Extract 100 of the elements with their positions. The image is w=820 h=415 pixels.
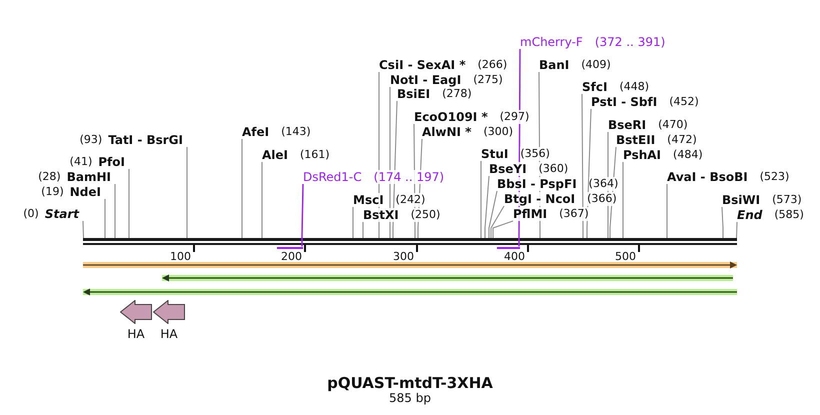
primer-name: mCherry-F [520,35,583,49]
site-position: (366) [587,192,617,206]
site-position: (364) [588,177,618,191]
site-position: (275) [473,73,503,87]
site-position: (484) [673,148,703,162]
site-name: StuI [481,147,508,161]
scale-label: 100 [170,250,191,263]
site-position: (409) [581,58,611,72]
site-position: (41) [70,155,92,169]
feature-track [83,261,737,269]
site-name: EcoO109I * [414,110,488,124]
leader-line [518,49,521,246]
site-name: MscI [353,193,384,207]
feature-track [83,288,737,296]
leader-line [736,222,738,238]
primer-range: (174 .. 197) [374,170,444,184]
leader-line [414,124,416,238]
site-position: (523) [760,170,790,184]
site-position: (28) [38,170,61,184]
leader-line [128,168,130,238]
site-name: BanI [539,58,570,72]
site-name: PshAI [623,148,662,162]
leader-line [586,108,592,238]
site-position: (360) [538,162,568,176]
leader-line [301,184,304,246]
feature-track [162,274,733,282]
site-name: AfeI [242,125,270,139]
site-position: (93) [80,133,102,147]
feature-label: HA [160,327,178,341]
leader-line [418,138,422,238]
site-position: (452) [669,95,699,109]
site-name: BstEII [616,133,656,147]
site-position: (356) [520,147,550,161]
site-name: BamHI [66,170,111,184]
site-name: PflMI [513,207,548,221]
leader-line [488,190,498,238]
feature-block [153,300,185,324]
sequence-end-label: Start [44,207,79,221]
site-name: PfoI [98,155,125,169]
site-name: BsiEI [397,87,430,101]
site-position: (250) [410,208,440,222]
site-name: AvaI - BsoBI [667,170,748,184]
leader-line [104,198,106,238]
site-name: TatI - BsrGI [108,133,183,147]
site-position: (242) [396,193,426,207]
sequence-length: 585 bp [389,391,431,405]
leader-line [538,72,540,238]
scale-label: 300 [393,250,414,263]
site-name: BsiWI [722,193,760,207]
sequence-bar [83,238,737,245]
site-name: BstXI [363,208,399,222]
leader-line [480,160,482,238]
leader-line [582,94,584,238]
site-name: BtgI - NcoI [504,192,576,206]
leader-line [114,184,116,238]
site-position: (266) [478,58,508,72]
leader-line [722,206,724,238]
site-name: NotI - EagI [390,73,462,87]
site-position: (300) [483,125,514,139]
site-position: (448) [619,80,650,94]
site-position: (0) [23,207,39,221]
leader-line [352,206,354,238]
primer-mark [497,246,520,249]
site-name: AlwNI * [422,125,472,139]
leader-line [666,184,668,238]
leader-line [610,146,616,238]
site-position: (472) [667,133,697,147]
leader-line [484,176,490,238]
site-position: (585) [774,208,804,222]
site-position: (278) [442,87,472,101]
leader-line [392,100,398,238]
site-position: (573) [772,193,802,207]
primer-range: (372 .. 391) [594,35,666,49]
leader-line [622,162,624,238]
site-position: (161) [300,148,330,162]
site-position: (367) [559,207,589,221]
site-position: (19) [41,185,64,199]
site-name: NdeI [70,185,101,199]
sequence-end-label: End [737,208,762,222]
leader-line [82,220,84,238]
leader-line [362,222,364,238]
leader-line [492,220,514,238]
primer-mark [277,246,303,249]
site-name: AleI [262,148,288,162]
site-name: PstI - SbfI [591,95,658,109]
feature-label: HA [127,327,145,341]
site-name: CsiI - SexAI * [379,58,466,72]
map-title: pQUAST-mtdT-3XHA [327,374,493,392]
feature-block [120,300,152,324]
site-position: (470) [658,118,688,132]
scale-label: 200 [281,250,302,263]
site-name: BbsI - PspFI [497,177,577,191]
scale-label: 500 [615,250,636,263]
site-position: (297) [500,110,530,124]
site-position: (143) [281,125,311,139]
site-name: BseYI [489,162,527,176]
primer-name: DsRed1-C [303,170,362,184]
site-name: SfcI [582,80,608,94]
site-name: BseRI [608,118,646,132]
leader-line [490,206,504,238]
